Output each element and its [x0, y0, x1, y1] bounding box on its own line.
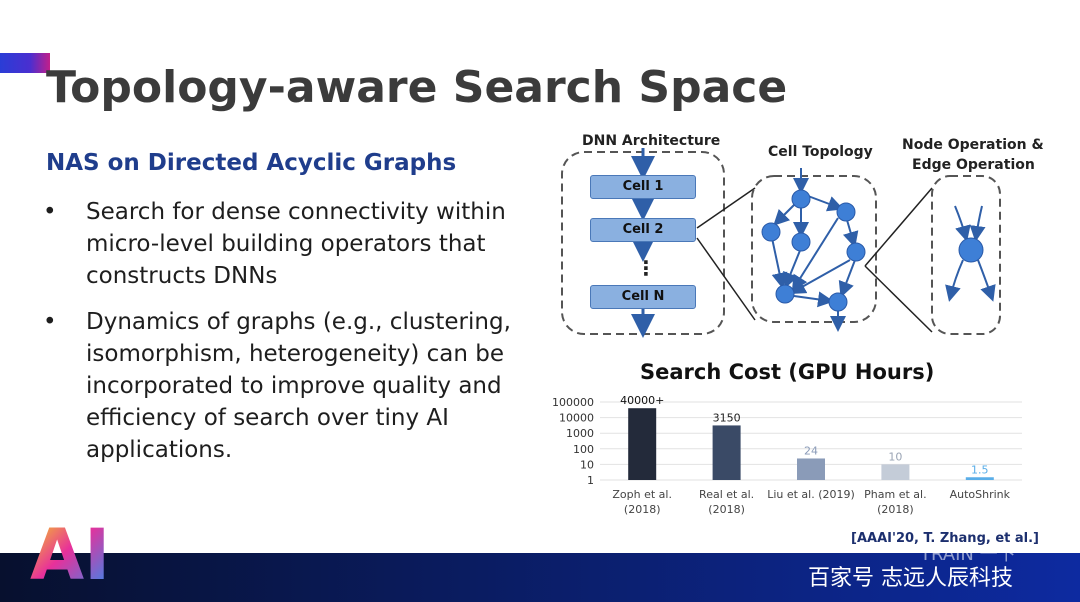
y-tick-label: 10000 [559, 412, 594, 425]
bar [881, 464, 910, 480]
bullet-item: • Dynamics of graphs (e.g., clustering, … [40, 306, 530, 466]
watermark: 百家号 志远人辰科技 [808, 566, 1013, 591]
cell-topology-box [751, 175, 877, 323]
y-tick-label: 100000 [552, 396, 594, 409]
data-label: 10 [888, 450, 902, 463]
dnn-architecture-label: DNN Architecture [582, 133, 721, 149]
x-tick-label: Real et al. [699, 488, 754, 501]
slide-title: Topology-aware Search Space [46, 62, 788, 113]
bar [712, 425, 741, 480]
edge-operation-label: Edge Operation [912, 157, 1035, 173]
bullet-marker: • [43, 199, 57, 225]
search-cost-chart: 1 10 100 1000 10000 100000 40000+ Zoph et al. (2… [552, 394, 1022, 516]
graph-node [836, 202, 856, 222]
y-tick-label: 1 [587, 474, 594, 487]
bullet-item: • Search for dense connectivity within m… [40, 196, 530, 292]
cell-topology-label: Cell Topology [768, 144, 873, 160]
bullet-list: • Search for dense connectivity within m… [40, 196, 530, 480]
node-op-box [931, 175, 1001, 335]
data-label: 40000+ [620, 394, 664, 407]
bullet-text: Dynamics of graphs (e.g., clustering, is… [86, 309, 511, 463]
data-label: 1.5 [971, 463, 989, 476]
architecture-diagram: DNN Architecture Cell 1 Cell 2 ⋮ Cell N … [550, 128, 1050, 348]
slide-subtitle: NAS on Directed Acyclic Graphs [46, 150, 457, 176]
ai-logo: AI [30, 514, 111, 596]
diagram-graphics [561, 148, 1001, 338]
y-tick-label: 100 [573, 443, 594, 456]
graph-node [846, 242, 866, 262]
x-tick-label: AutoShrink [950, 488, 1011, 501]
footer-band [0, 553, 1080, 602]
cell-1-box: Cell 1 [590, 175, 696, 199]
graph-node [828, 292, 848, 312]
bullet-text: Search for dense connectivity within mic… [86, 199, 506, 289]
accent-bar [0, 53, 50, 73]
bullet-marker: • [43, 309, 57, 335]
x-tick-label: (2018) [877, 503, 914, 516]
graph-node [791, 232, 811, 252]
watermark-faint: TRAIN 一下 [920, 544, 1016, 565]
bar [965, 477, 994, 480]
cell-2-box: Cell 2 [590, 218, 696, 242]
chart-title: Search Cost (GPU Hours) [640, 360, 935, 384]
x-tick-label: Zoph et al. [612, 488, 672, 501]
y-tick-label: 10 [580, 458, 594, 471]
x-tick-label: (2018) [624, 503, 661, 516]
ellipsis: ⋮ [636, 256, 656, 280]
bar [628, 408, 657, 480]
graph-node [791, 189, 811, 209]
data-label: 3150 [713, 411, 741, 424]
x-tick-label: Liu et al. (2019) [767, 488, 855, 501]
cell-n-box: Cell N [590, 285, 696, 309]
node-operation-label: Node Operation & [902, 137, 1044, 153]
graph-node [775, 284, 795, 304]
y-tick-label: 1000 [566, 427, 594, 440]
graph-node [761, 222, 781, 242]
x-tick-label: (2018) [708, 503, 745, 516]
citation: [AAAI'20, T. Zhang, et al.] [851, 531, 1039, 546]
bar [797, 458, 825, 480]
data-label: 24 [804, 444, 818, 457]
x-tick-label: Pham et al. [864, 488, 926, 501]
operation-node [958, 237, 984, 263]
